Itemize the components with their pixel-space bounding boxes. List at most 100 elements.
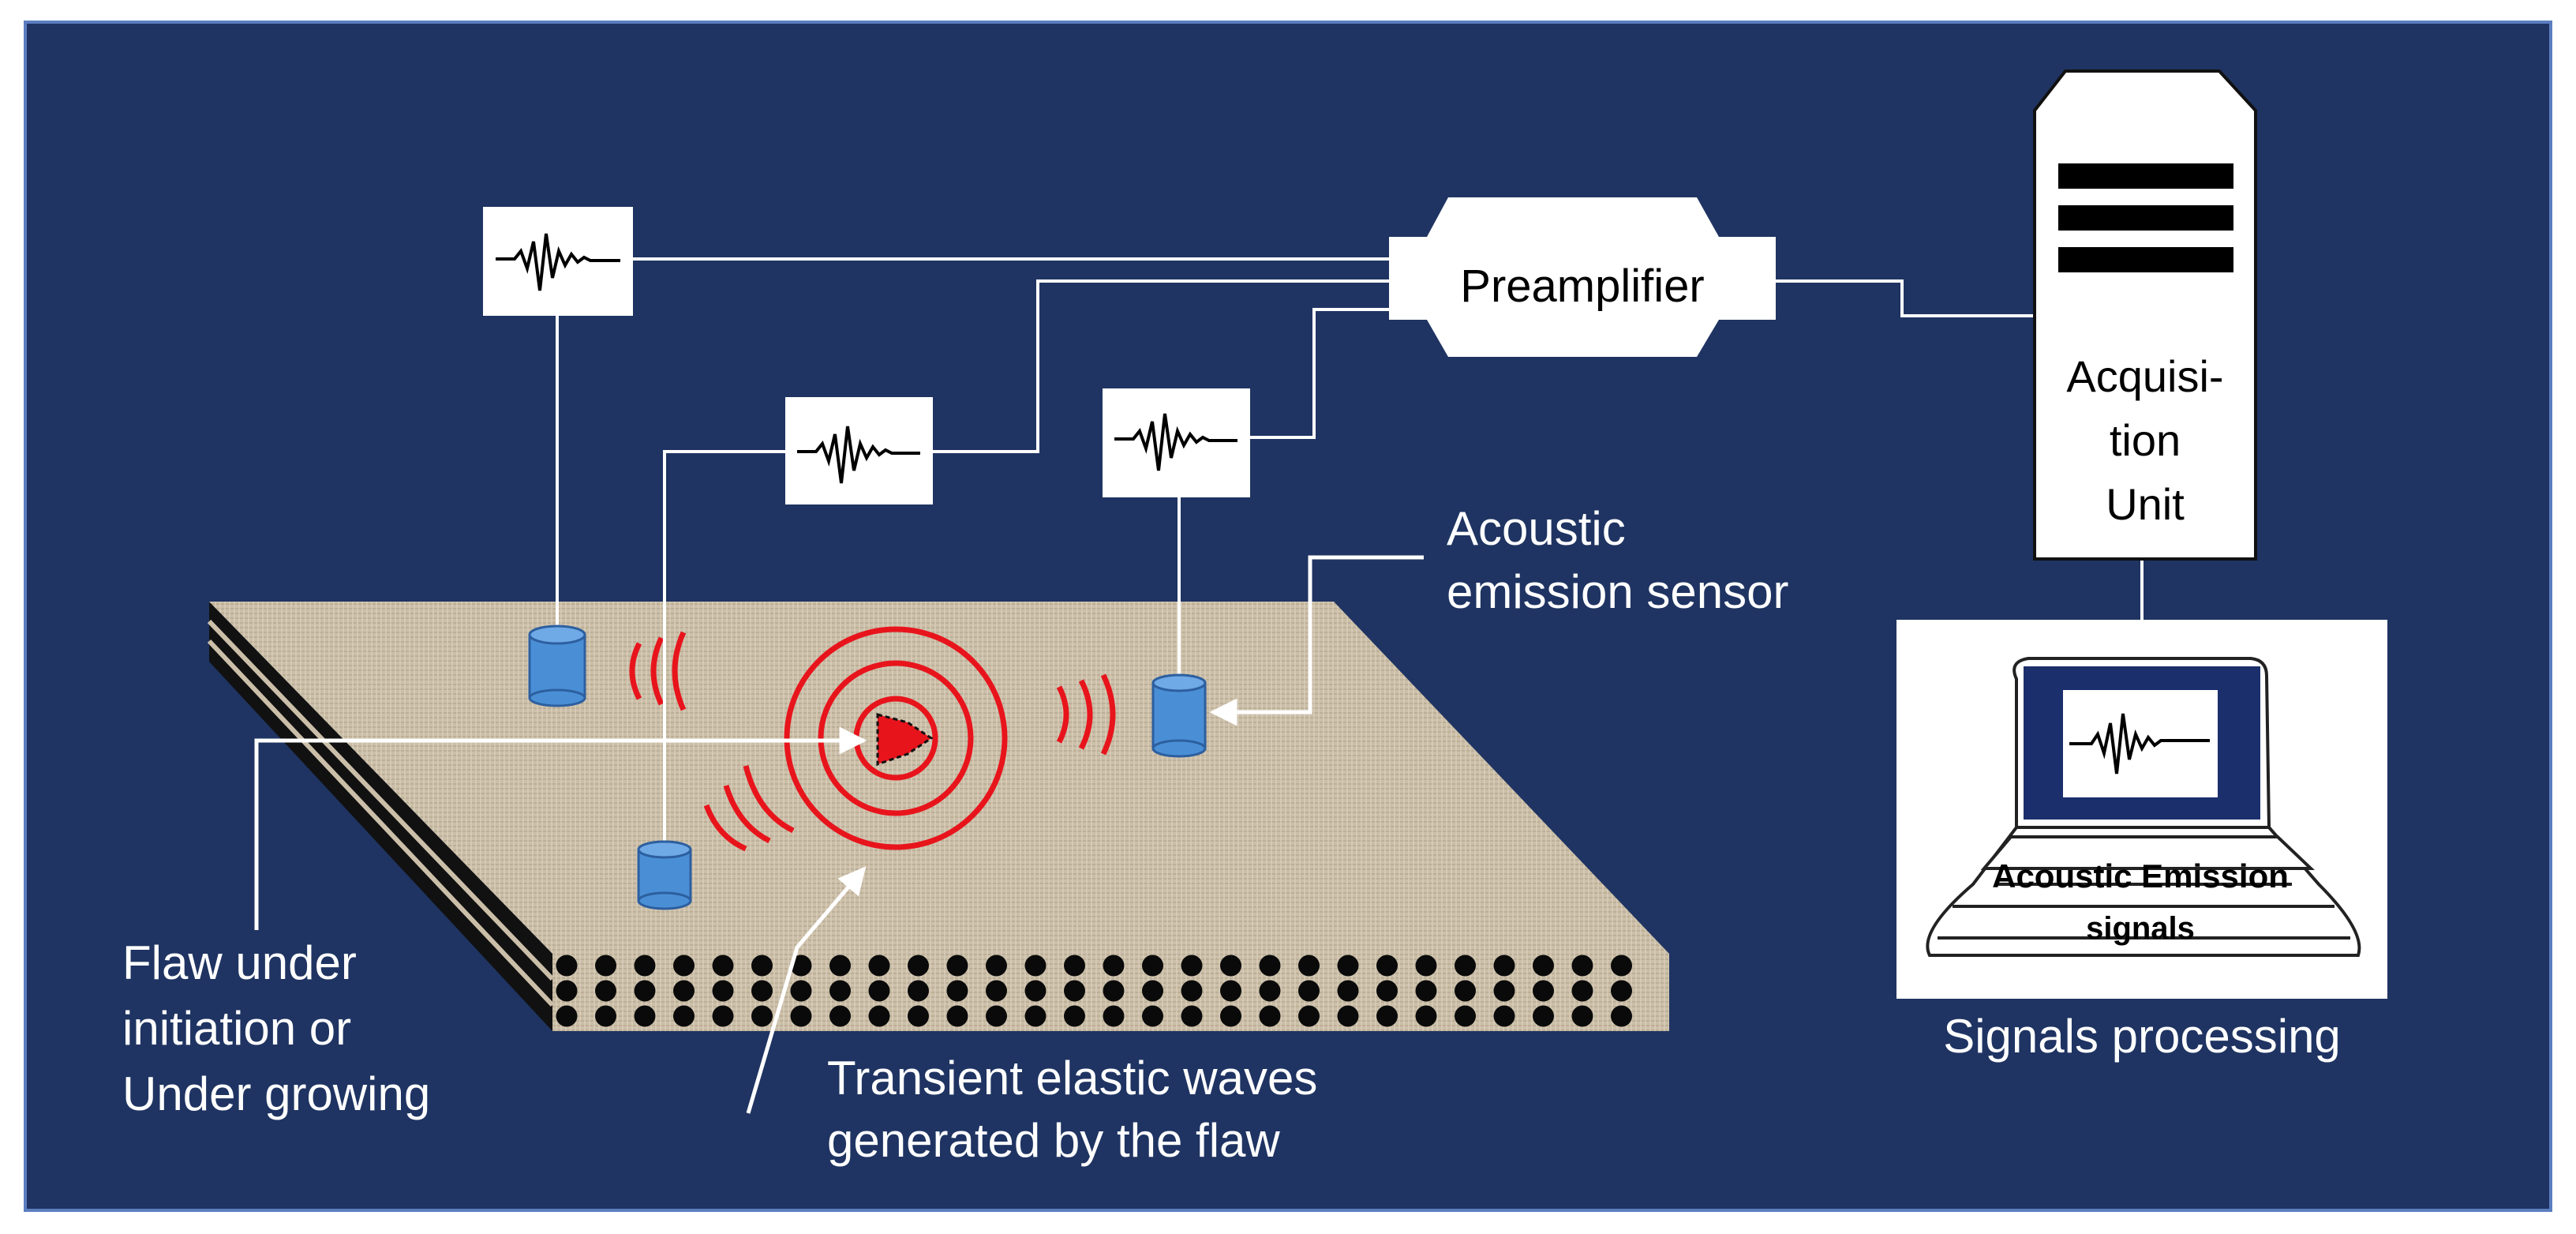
fibre-dot	[1181, 1005, 1203, 1027]
fibre-dot	[673, 1005, 695, 1027]
fibre-dot	[1533, 980, 1554, 1002]
acquisition-label-line1: Acquisi-	[2066, 351, 2223, 401]
fibre-dot	[1533, 1005, 1554, 1027]
sensor-label-arrow	[1209, 555, 1424, 726]
fibre-dot	[673, 955, 695, 977]
fibre-dot	[1376, 955, 1398, 977]
server-tower-icon	[2033, 69, 2257, 561]
fibre-dot	[868, 980, 890, 1002]
fibre-dot	[986, 955, 1007, 977]
plate-ply-lines	[207, 619, 555, 1007]
flaw-marker	[876, 713, 934, 767]
fibre-dot	[1024, 1005, 1046, 1027]
server-bar-1	[2058, 163, 2233, 189]
sensor-right	[1151, 673, 1207, 758]
signals-processing-label: Signals processing	[1943, 1010, 2341, 1063]
fibre-dot	[1064, 1005, 1085, 1027]
server-bar-3	[2058, 247, 2233, 272]
wave-rings	[784, 626, 1008, 850]
waveform-icon	[496, 233, 620, 291]
waveform-box-3	[1103, 388, 1250, 497]
fibre-dot	[1220, 980, 1241, 1002]
waveform-box-1	[483, 207, 633, 316]
preamplifier-box: Preamplifier	[1389, 197, 1776, 357]
fibre-dot	[1337, 955, 1359, 977]
fibre-dot	[1415, 1005, 1437, 1027]
waveform-box-2	[785, 397, 933, 504]
fibre-dot	[556, 1005, 578, 1027]
fibre-dot	[556, 980, 578, 1002]
fibre-dot	[1181, 980, 1203, 1002]
fibre-dot	[1611, 980, 1632, 1002]
fibre-dot	[1493, 980, 1515, 1002]
fibre-dot	[1103, 955, 1125, 977]
fibre-dot	[1298, 980, 1320, 1002]
fibre-dot	[1103, 980, 1125, 1002]
fibre-dot	[1376, 980, 1398, 1002]
acquisition-unit: Acquisi- tion Unit	[2033, 69, 2257, 561]
fibre-dot	[1455, 955, 1476, 977]
fibre-dot	[1181, 955, 1203, 977]
fibre-dot	[1611, 955, 1632, 977]
fibre-dot	[1024, 980, 1046, 1002]
fibre-dot	[829, 980, 851, 1002]
fibre-dot	[829, 1005, 851, 1027]
fibre-dot	[1259, 955, 1281, 977]
fibre-dot	[986, 980, 1007, 1002]
fibre-dot	[868, 955, 890, 977]
fibre-dot	[908, 980, 929, 1002]
fibre-dot	[1493, 955, 1515, 977]
fibre-dot	[634, 980, 656, 1002]
fibre-dot	[751, 980, 773, 1002]
sensor-left	[528, 625, 586, 707]
acquisition-label-line3: Unit	[2106, 479, 2185, 529]
fibre-dot	[908, 1005, 929, 1027]
fibre-dot	[595, 1005, 616, 1027]
fibre-dot	[1455, 1005, 1476, 1027]
waves-label-line1: Transient elastic waves	[827, 1052, 1317, 1105]
fibre-dot	[1571, 955, 1593, 977]
fibre-dot	[1337, 980, 1359, 1002]
fibre-dot	[790, 980, 812, 1002]
fibre-dot	[946, 1005, 968, 1027]
fibre-dot	[751, 1005, 773, 1027]
fibre-dot	[1415, 980, 1437, 1002]
fibre-dot	[1259, 980, 1281, 1002]
fibre-dot	[634, 1005, 656, 1027]
fibre-dot	[751, 955, 773, 977]
fibre-dot	[1493, 1005, 1515, 1027]
fibre-dot	[1298, 955, 1320, 977]
waves-label-arrow	[746, 866, 867, 1114]
fibre-dot	[712, 980, 734, 1002]
fibre-dot	[1376, 1005, 1398, 1027]
laptop-text-line1: Acoustic Emission	[1992, 857, 2289, 895]
fibre-dot	[712, 1005, 734, 1027]
fibre-dot	[908, 955, 929, 977]
fibre-dot	[1298, 1005, 1320, 1027]
fibre-cross-sections	[556, 955, 1632, 1027]
acquisition-label-line2: tion	[2110, 415, 2181, 465]
fibre-dot	[1455, 980, 1476, 1002]
fibre-dot	[1571, 1005, 1593, 1027]
flaw-label-line3: Under growing	[122, 1067, 430, 1120]
sensor-cables	[556, 257, 2144, 843]
sensor-label-line1: Acoustic	[1447, 502, 1626, 555]
waves-label-line2: generated by the flaw	[827, 1114, 1280, 1167]
fibre-dot	[1259, 1005, 1281, 1027]
waveform-icon	[797, 426, 920, 484]
fibre-dot	[712, 955, 734, 977]
fibre-dot	[634, 955, 656, 977]
wave-arcs-left-sensor	[629, 631, 687, 711]
fibre-dot	[1220, 955, 1241, 977]
fibre-dot	[1533, 955, 1554, 977]
fibre-dot	[946, 955, 968, 977]
fibre-dot	[1142, 1005, 1163, 1027]
fibre-dot	[790, 955, 812, 977]
flaw-label-arrow	[254, 726, 867, 930]
fibre-dot	[1142, 955, 1163, 977]
fibre-dot	[829, 955, 851, 977]
fibre-dot	[946, 980, 968, 1002]
sensor-label-line2: emission sensor	[1447, 565, 1789, 618]
